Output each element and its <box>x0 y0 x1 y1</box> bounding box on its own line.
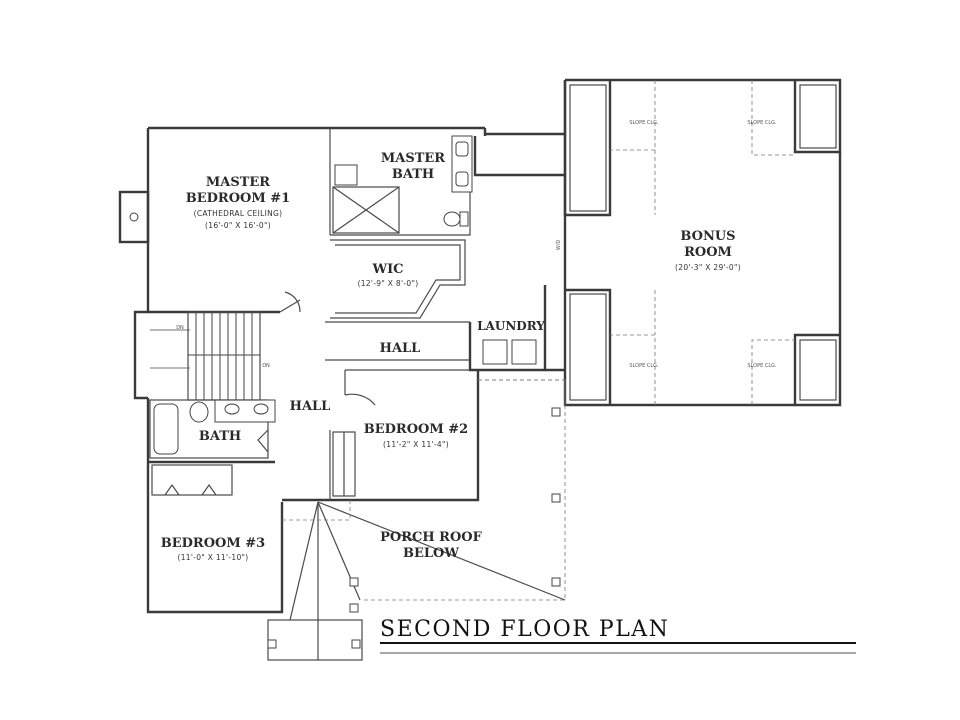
hall-upper-name: HALL <box>380 341 421 356</box>
stair-dn-upper: DN <box>176 325 184 331</box>
wic-name: WIC <box>371 262 403 277</box>
bonus-room-walls <box>563 78 842 407</box>
bonus-room-dims: (20'-3" X 29'-0") <box>675 263 741 272</box>
slope-clg-label-2: SLOPE CLG. <box>747 120 777 126</box>
wd-label: W/D <box>556 240 562 251</box>
master-bedroom-dims: (16'-0" X 16'-0") <box>205 221 271 230</box>
master-bedroom-name-2: BEDROOM #1 <box>186 191 290 206</box>
slope-clg-label-3: SLOPE CLG. <box>629 363 659 369</box>
plan-title-block: SECOND FLOOR PLAN <box>380 617 856 654</box>
staircase: DN DN <box>150 311 270 401</box>
slope-clg-label-4: SLOPE CLG. <box>747 363 777 369</box>
bedroom3-name: BEDROOM #3 <box>161 536 265 551</box>
master-bedroom-name-1: MASTER <box>206 175 270 190</box>
bath-name: BATH <box>199 429 241 444</box>
plan-title: SECOND FLOOR PLAN <box>380 617 669 642</box>
porch-roof-name-1: PORCH ROOF <box>380 530 483 545</box>
porch-roof-name-2: BELOW <box>403 546 459 561</box>
wic-dims: (12'-9" X 8'-0") <box>358 279 419 288</box>
laundry-fixtures <box>478 339 565 381</box>
bedroom2-name: BEDROOM #2 <box>364 422 468 437</box>
master-bedroom-note: (CATHEDRAL CEILING) <box>194 209 283 218</box>
chimney <box>118 190 150 244</box>
room-labels: MASTER BEDROOM #1 (CATHEDRAL CEILING) (1… <box>161 120 777 562</box>
slope-clg-label-1: SLOPE CLG. <box>629 120 659 126</box>
porch-roof <box>267 379 566 661</box>
bedroom3-dims: (11'-0" X 11'-10") <box>178 553 249 562</box>
hall-lower-name: HALL <box>290 399 331 414</box>
master-bath-name-2: BATH <box>392 167 434 182</box>
stair-dn-lower: DN <box>262 363 270 369</box>
bedroom2-dims: (11'-2" X 11'-4") <box>383 440 449 449</box>
bonus-room-name-1: BONUS <box>680 229 735 244</box>
master-bath-name-1: MASTER <box>381 151 445 166</box>
laundry-name: LAUNDRY <box>477 319 545 333</box>
bonus-room-name-2: ROOM <box>684 245 732 260</box>
